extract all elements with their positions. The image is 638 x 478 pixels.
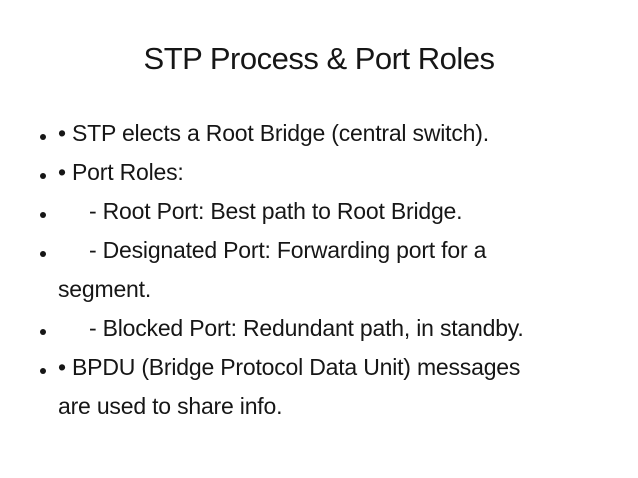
bullet-item-stp-elects: • STP elects a Root Bridge (central swit…: [40, 114, 628, 153]
bullet-item-bpdu: • BPDU (Bridge Protocol Data Unit) messa…: [40, 348, 628, 426]
bullet-list: • STP elects a Root Bridge (central swit…: [0, 114, 638, 426]
bullet-item-root-port: - Root Port: Best path to Root Bridge.: [40, 192, 628, 231]
slide-title: STP Process & Port Roles: [143, 41, 495, 76]
bullet-item-blocked-port: - Blocked Port: Redundant path, in stand…: [40, 309, 628, 348]
bullet-item-port-roles: • Port Roles:: [40, 153, 628, 192]
bullet-item-designated-port: - Designated Port: Forwarding port for a…: [40, 231, 628, 309]
